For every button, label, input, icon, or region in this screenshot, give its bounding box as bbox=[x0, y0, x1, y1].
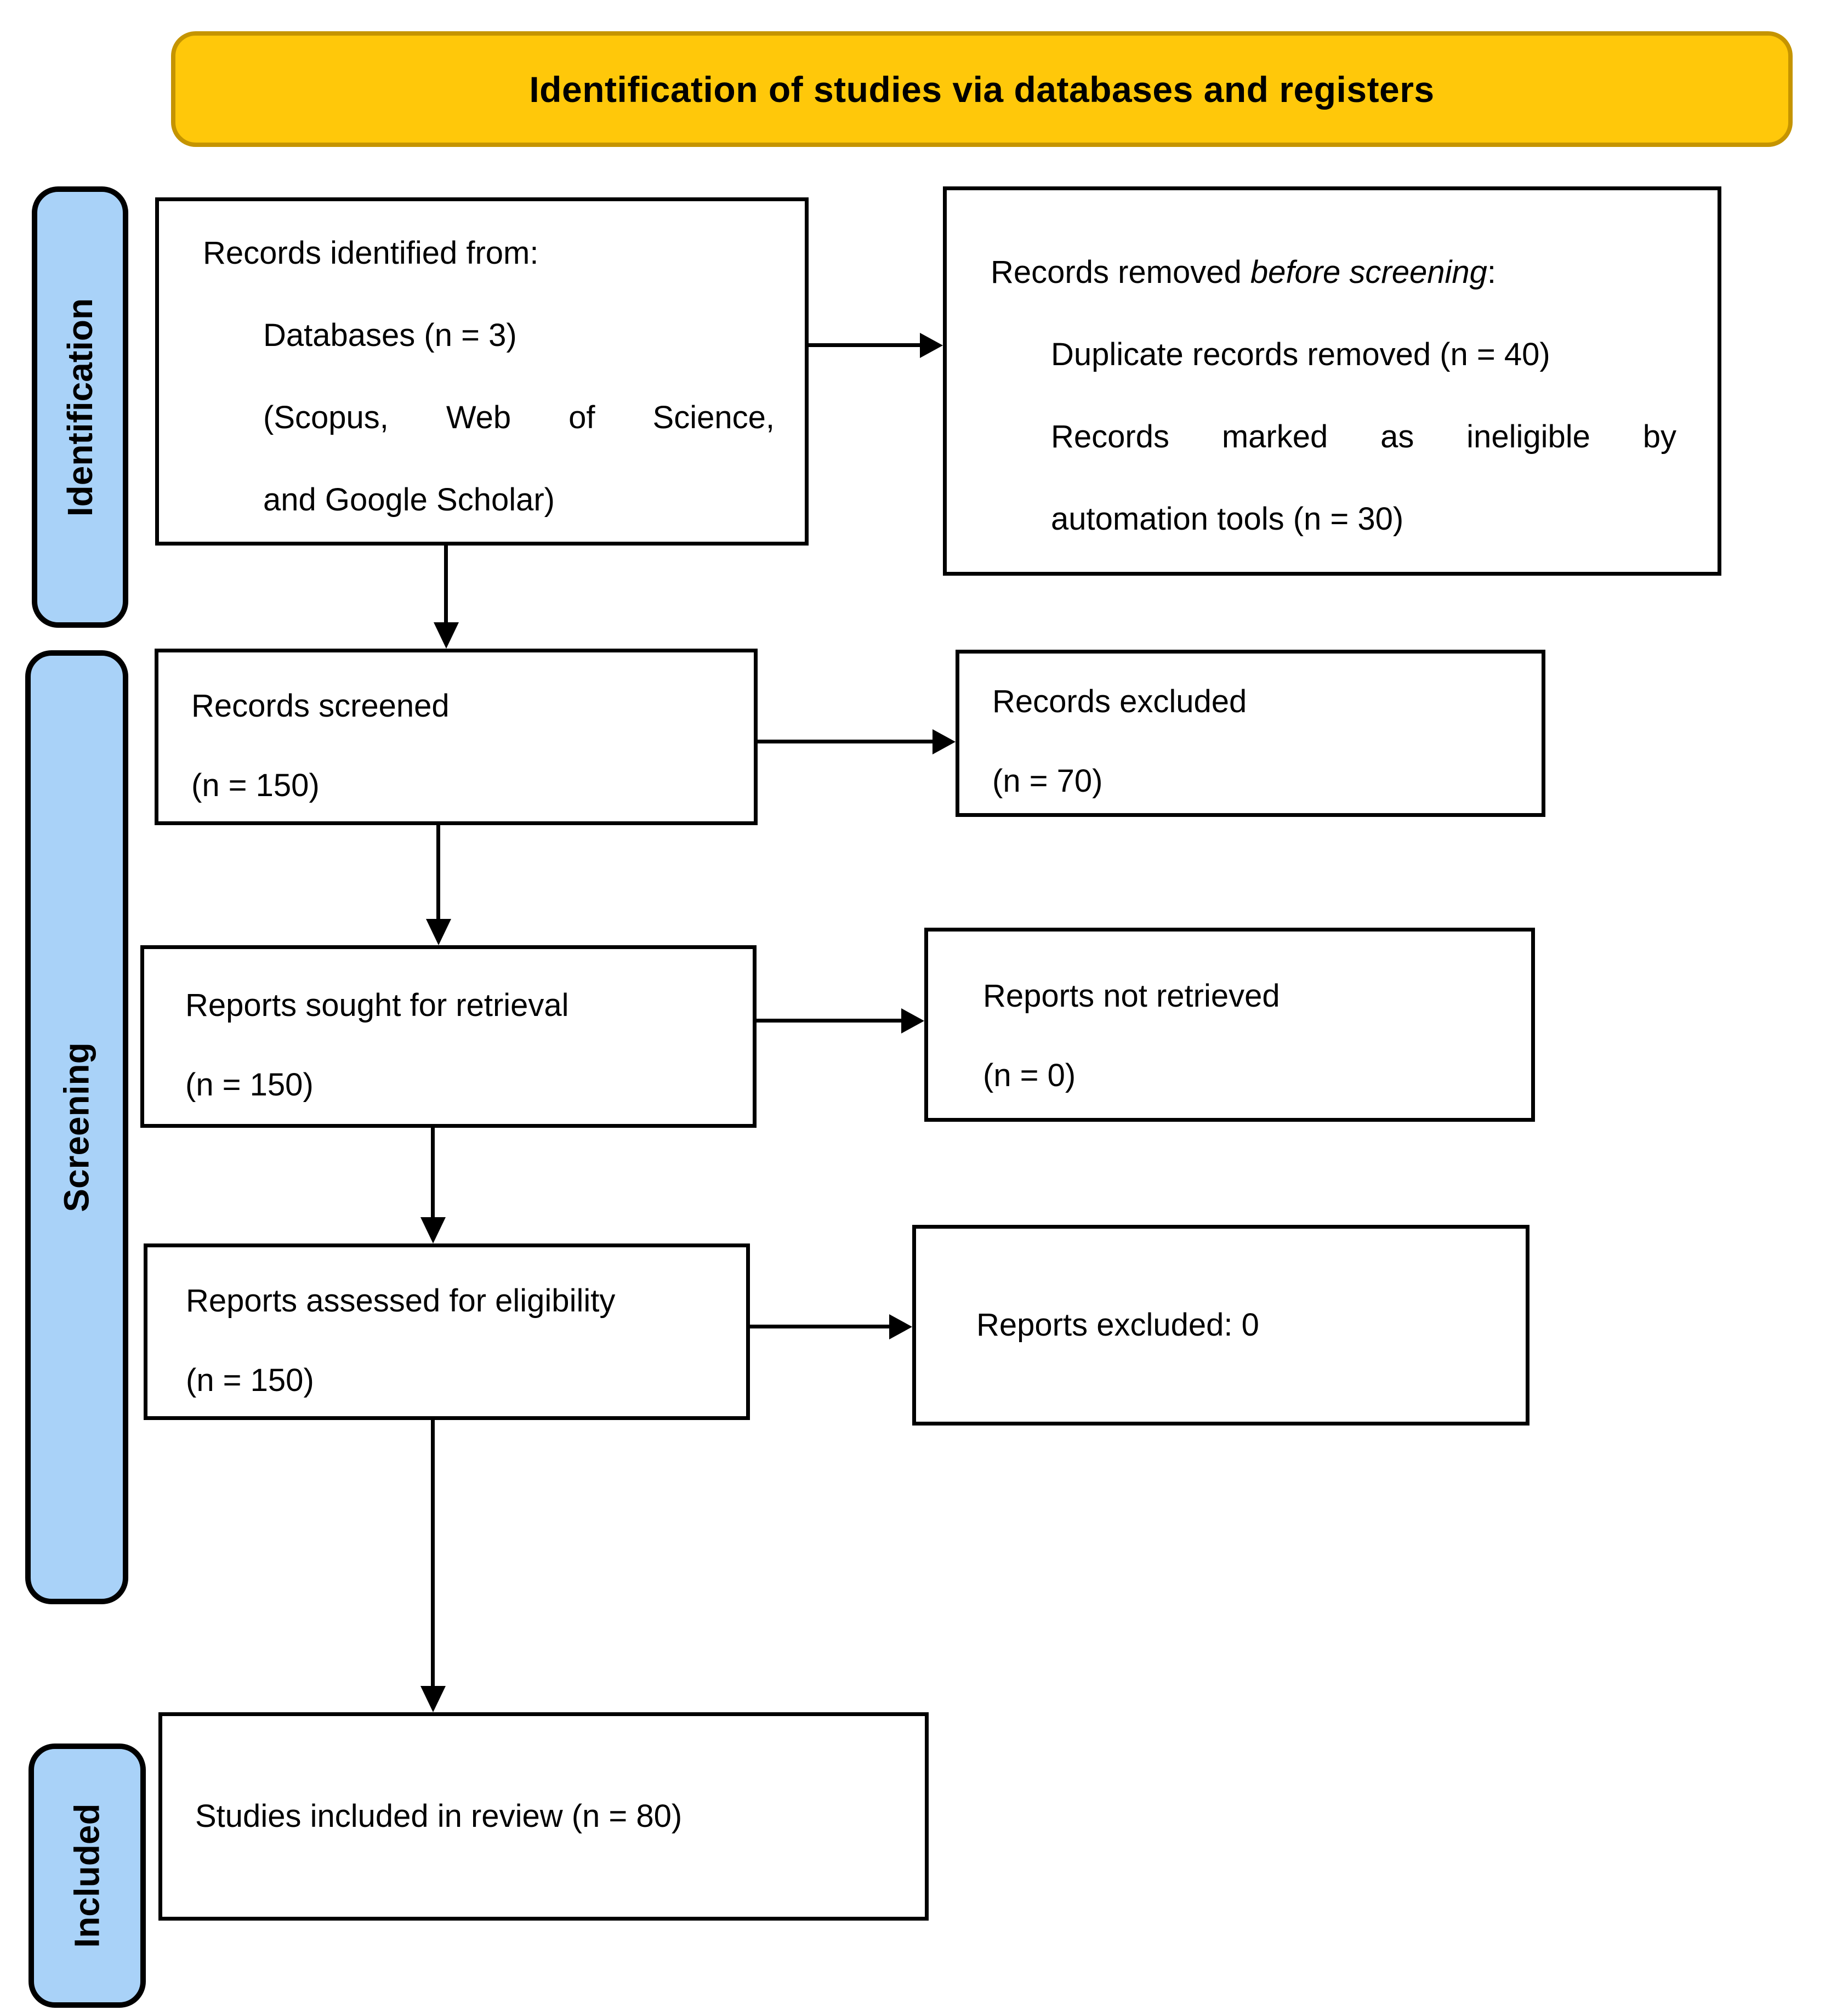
stage-label-included-text: Included bbox=[67, 1803, 107, 1948]
records-removed-line2: Duplicate records removed (n = 40) bbox=[1051, 337, 1550, 372]
box-reports-excluded: Reports excluded: 0 bbox=[912, 1225, 1529, 1426]
records-removed-line1: Records removed before screening: bbox=[991, 231, 1676, 314]
arrow-sought-to-assessed-head-icon bbox=[420, 1217, 446, 1243]
reports-not-retrieved-line1: Reports not retrieved bbox=[983, 978, 1280, 1014]
title-banner: Identification of studies via databases … bbox=[171, 31, 1793, 147]
box-records-excluded: Records excluded (n = 70) bbox=[956, 650, 1545, 817]
stage-label-screening: Screening bbox=[25, 650, 128, 1604]
arrow-sought-to-not-retrieved-head-icon bbox=[901, 1008, 924, 1033]
arrow-sought-to-not-retrieved-stem bbox=[757, 1019, 902, 1023]
records-removed-line3: Records marked as ineligible by bbox=[1051, 419, 1676, 455]
reports-assessed-line1: Reports assessed for eligibility bbox=[186, 1283, 616, 1319]
reports-assessed-line2: (n = 150) bbox=[186, 1362, 314, 1398]
box-reports-assessed: Reports assessed for eligibility (n = 15… bbox=[144, 1243, 750, 1420]
records-removed-line1-italic: before screening bbox=[1250, 254, 1487, 290]
reports-not-retrieved-line2: (n = 0) bbox=[983, 1058, 1076, 1093]
reports-excluded-line1: Reports excluded: 0 bbox=[976, 1307, 1259, 1343]
arrow-sought-to-assessed-stem bbox=[431, 1128, 435, 1218]
studies-included-line1: Studies included in review (n = 80) bbox=[195, 1798, 683, 1834]
records-excluded-line1: Records excluded bbox=[992, 684, 1247, 719]
arrow-assessed-to-included-head-icon bbox=[420, 1686, 446, 1712]
box-reports-not-retrieved: Reports not retrieved (n = 0) bbox=[924, 928, 1535, 1122]
stage-label-identification-text: Identification bbox=[60, 298, 100, 516]
stage-label-screening-text: Screening bbox=[57, 1042, 96, 1212]
records-screened-line1: Records screened bbox=[191, 688, 450, 724]
box-records-identified: Records identified from: Databases (n = … bbox=[155, 197, 809, 546]
arrow-screened-to-excluded-head-icon bbox=[932, 729, 956, 754]
arrow-screened-to-excluded-stem bbox=[758, 740, 934, 743]
records-identified-line2: Databases (n = 3) bbox=[263, 317, 517, 353]
records-removed-line1-suffix: : bbox=[1487, 254, 1497, 290]
reports-sought-line1: Reports sought for retrieval bbox=[185, 987, 569, 1023]
diagram-title: Identification of studies via databases … bbox=[529, 69, 1435, 110]
records-excluded-line2: (n = 70) bbox=[992, 763, 1103, 799]
records-identified-line4: and Google Scholar) bbox=[263, 482, 555, 518]
arrow-screened-to-sought-stem bbox=[436, 825, 440, 920]
arrow-identified-to-removed-head-icon bbox=[920, 333, 943, 358]
arrow-identified-to-removed-stem bbox=[809, 343, 922, 347]
arrow-assessed-to-included-stem bbox=[431, 1420, 435, 1687]
arrow-assessed-to-excluded-head-icon bbox=[889, 1314, 912, 1339]
stage-label-included: Included bbox=[29, 1744, 146, 2008]
box-studies-included: Studies included in review (n = 80) bbox=[158, 1712, 929, 1921]
box-records-removed: Records removed before screening: Duplic… bbox=[943, 186, 1721, 576]
stage-label-identification: Identification bbox=[32, 186, 128, 628]
arrow-screened-to-sought-head-icon bbox=[426, 919, 451, 945]
arrow-identified-to-screened-head-icon bbox=[434, 622, 459, 649]
reports-sought-line2: (n = 150) bbox=[185, 1067, 314, 1103]
records-removed-line4: automation tools (n = 30) bbox=[1051, 501, 1404, 537]
records-identified-line3: (Scopus, Web of Science, bbox=[263, 400, 775, 435]
arrow-assessed-to-excluded-stem bbox=[750, 1325, 890, 1328]
box-records-screened: Records screened (n = 150) bbox=[155, 649, 758, 825]
records-removed-line1-prefix: Records removed bbox=[991, 254, 1250, 290]
records-screened-line2: (n = 150) bbox=[191, 768, 320, 803]
records-identified-line1: Records identified from: bbox=[203, 235, 539, 271]
box-reports-sought: Reports sought for retrieval (n = 150) bbox=[140, 945, 757, 1128]
arrow-identified-to-screened-stem bbox=[444, 546, 448, 623]
